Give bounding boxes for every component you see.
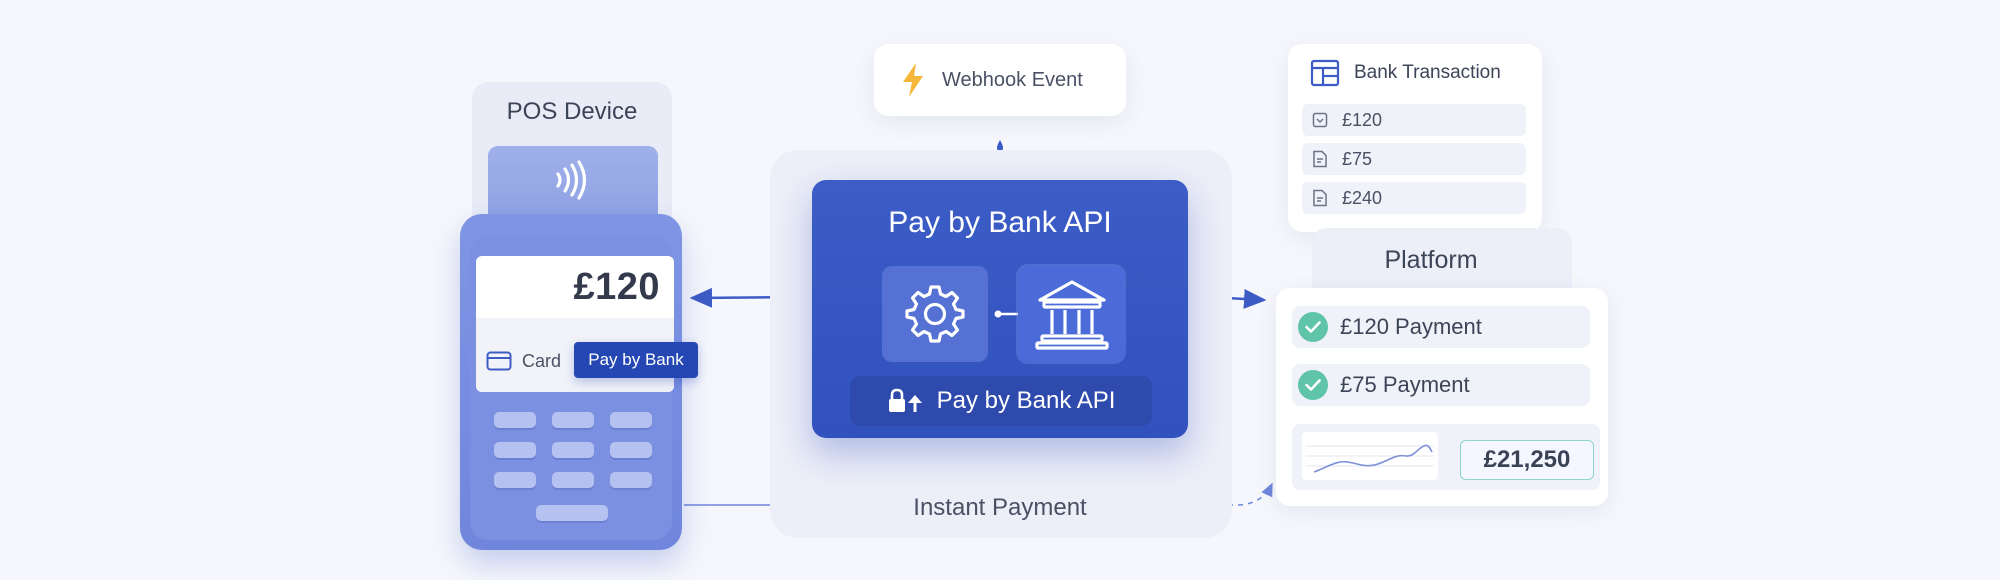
contactless-icon	[548, 156, 596, 204]
checkmark-icon	[1298, 312, 1328, 342]
keypad-key[interactable]	[494, 472, 536, 488]
transaction-amount: £75	[1342, 148, 1373, 169]
receipt-icon	[1312, 112, 1328, 128]
keypad-key[interactable]	[610, 442, 652, 458]
bank-transaction-header: Bank Transaction	[1310, 58, 1501, 88]
card-option-label: Card	[522, 350, 562, 371]
payment-label: £120 Payment	[1340, 314, 1482, 339]
sparkline	[1306, 444, 1434, 473]
bank-building-icon	[1032, 274, 1112, 354]
pos-device-title: POS Device	[506, 98, 638, 125]
api-footer-label: Pay by Bank API	[936, 387, 1116, 414]
webhook-event-card: Webhook Event	[874, 44, 1126, 116]
ledger-icon	[1310, 59, 1340, 87]
payment-row[interactable]: £75 Payment	[1292, 364, 1590, 406]
platform-total: £21,250	[1460, 440, 1594, 480]
api-title: Pay by Bank API	[888, 206, 1112, 239]
payment-row[interactable]: £120 Payment	[1292, 306, 1590, 348]
transaction-row[interactable]: £120	[1302, 104, 1526, 136]
gear-icon	[902, 281, 968, 347]
sparkline-chart	[1302, 432, 1438, 480]
keypad-key[interactable]	[494, 412, 536, 428]
keypad-key[interactable]	[610, 412, 652, 428]
transaction-amount: £240	[1342, 187, 1383, 208]
transaction-row[interactable]: £240	[1302, 182, 1526, 214]
payment-label: £75 Payment	[1340, 372, 1470, 397]
transaction-amount: £120	[1342, 109, 1383, 130]
lock-upload-icon	[887, 388, 925, 414]
api-footer: Pay by Bank API	[850, 376, 1152, 426]
credit-card-icon	[486, 351, 512, 371]
bank-tile	[1018, 266, 1124, 362]
checkmark-icon	[1298, 370, 1328, 400]
nfc-reader	[488, 146, 658, 222]
gear-tile	[882, 266, 988, 362]
platform-tab	[1312, 228, 1572, 298]
document-icon	[1312, 189, 1328, 207]
pos-amount: £120	[573, 266, 660, 308]
keypad-key[interactable]	[552, 472, 594, 488]
instant-payment-label: Instant Payment	[913, 494, 1087, 521]
transaction-row[interactable]: £75	[1302, 143, 1526, 175]
lightning-bolt-icon	[900, 62, 926, 98]
document-icon	[1312, 150, 1328, 168]
keypad-key[interactable]	[494, 442, 536, 458]
bank-transaction-title: Bank Transaction	[1354, 62, 1501, 83]
keypad-key[interactable]	[552, 442, 594, 458]
webhook-event-label: Webhook Event	[942, 68, 1083, 91]
keypad-enter-key[interactable]	[536, 505, 608, 521]
platform-title: Platform	[1384, 246, 1478, 274]
pay-by-bank-button[interactable]: Pay by Bank	[574, 342, 698, 378]
webhook-drop	[997, 140, 1003, 153]
keypad-key[interactable]	[552, 412, 594, 428]
card-option[interactable]: Card	[486, 346, 561, 376]
keypad-key[interactable]	[610, 472, 652, 488]
